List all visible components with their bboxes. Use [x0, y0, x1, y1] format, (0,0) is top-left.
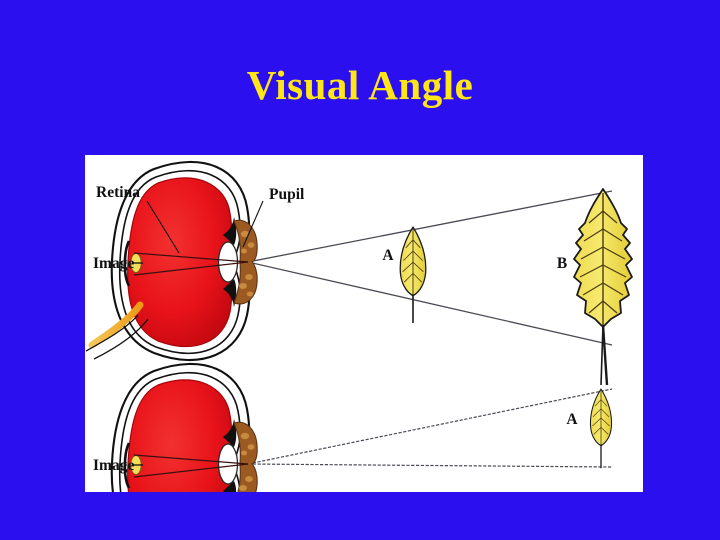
lower-ray [247, 463, 613, 468]
lower-ray [247, 261, 613, 346]
leaf-object-a [589, 388, 613, 469]
leaf-a-label: A [566, 411, 578, 428]
pupil-label: Pupil [269, 186, 305, 203]
upper-ray [247, 388, 613, 465]
leaf-b-label: B [557, 255, 567, 272]
page-title: Visual Angle [246, 62, 474, 108]
top-visual-angle-diagram: Retina Pupil Image A B [86, 162, 634, 387]
upper-ray [247, 190, 613, 263]
figure-panel: Retina Pupil Image A B [85, 155, 643, 492]
visual-angle-figure: Retina Pupil Image A B [85, 155, 634, 492]
top-visual-angle-cone [247, 190, 613, 346]
retina-leader-line [146, 200, 180, 254]
pupil-leader-line [242, 200, 264, 248]
bottom-visual-angle-cone [247, 388, 613, 468]
bottom-visual-angle-diagram: Image A [86, 364, 613, 492]
leaf-a-label: A [382, 247, 394, 264]
image-label: Image [93, 255, 134, 272]
leaf-object-a [399, 226, 427, 324]
image-label: Image [93, 457, 134, 474]
leaf-object-b [572, 187, 634, 387]
retina-label: Retina [96, 184, 140, 201]
